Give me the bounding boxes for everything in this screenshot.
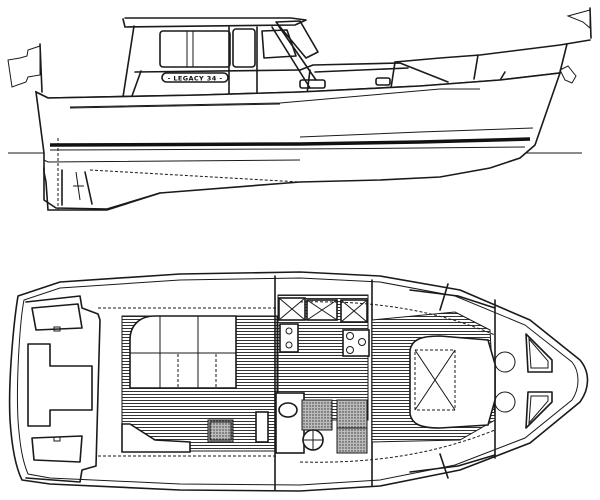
ensign-flag-icon — [7, 43, 43, 93]
head — [275, 392, 368, 454]
hull-profile — [35, 72, 562, 211]
profile-view: - LEGACY 34 - — [7, 7, 592, 211]
cockpit — [25, 295, 276, 483]
bow-pennant-icon — [566, 7, 592, 39]
v-berth — [371, 283, 516, 479]
anchor-locker — [525, 333, 553, 429]
hull-name-label: - LEGACY 34 - — [168, 75, 223, 83]
hull-name-plate — [161, 72, 229, 83]
accommodation-plan — [8, 271, 589, 492]
cabin-house: - LEGACY 34 - — [122, 17, 506, 98]
saloon — [121, 315, 278, 453]
